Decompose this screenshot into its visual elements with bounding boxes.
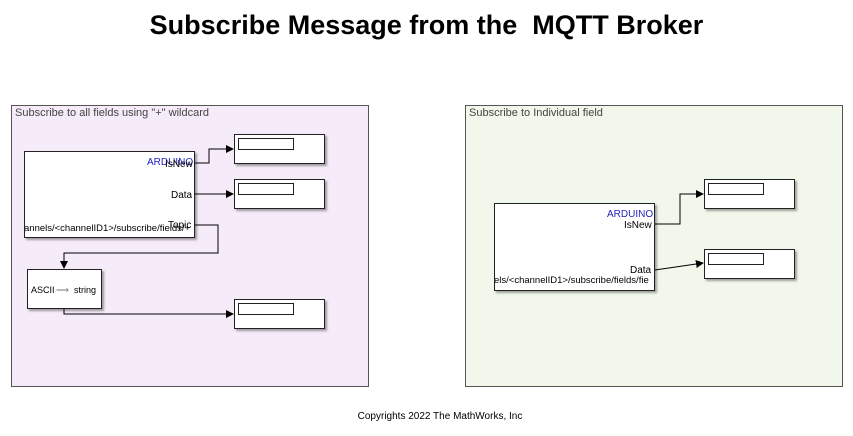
left-display-topic[interactable]: [234, 299, 325, 329]
left-display-topic-value: [238, 303, 294, 315]
left-display-isnew-value: [238, 138, 294, 150]
left-subscribe-block[interactable]: ARDUINO IsNew Data Topic annels/<channel…: [24, 151, 195, 238]
right-display-data-value: [708, 253, 764, 265]
right-port-isnew: IsNew: [624, 220, 652, 231]
left-topic-label: annels/<channelID1>/subscribe/fields/+: [24, 223, 191, 234]
left-port-data: Data: [171, 190, 193, 201]
right-display-isnew[interactable]: [704, 179, 795, 209]
right-vendor-label: ARDUINO: [607, 209, 654, 220]
right-subscribe-block[interactable]: ARDUINO IsNew Data els/<channelID1>/subs…: [494, 203, 655, 291]
left-display-data[interactable]: [234, 179, 325, 209]
page-title: Subscribe Message from the MQTT Broker: [149, 10, 704, 40]
right-topic-label: els/<channelID1>/subscribe/fields/fie: [494, 275, 649, 286]
copyright-footer: Copyrights 2022 The MathWorks, Inc: [357, 411, 523, 422]
right-display-isnew-value: [708, 183, 764, 195]
right-area-label: Subscribe to Individual field: [469, 107, 603, 119]
converter-arrow-icon: ⟶: [56, 285, 69, 295]
left-area-label: Subscribe to all fields using "+" wildca…: [15, 107, 209, 119]
right-port-data: Data: [630, 265, 652, 276]
left-display-data-value: [238, 183, 294, 195]
left-port-isnew: IsNew: [165, 159, 193, 170]
ascii-to-string-block[interactable]: ASCII ⟶ string: [27, 269, 102, 309]
converter-to-label: string: [74, 285, 97, 295]
right-display-data[interactable]: [704, 249, 795, 279]
converter-from-label: ASCII: [31, 285, 55, 295]
left-vendor-label: ARDUINO: [147, 157, 194, 168]
left-display-isnew[interactable]: [234, 134, 325, 164]
